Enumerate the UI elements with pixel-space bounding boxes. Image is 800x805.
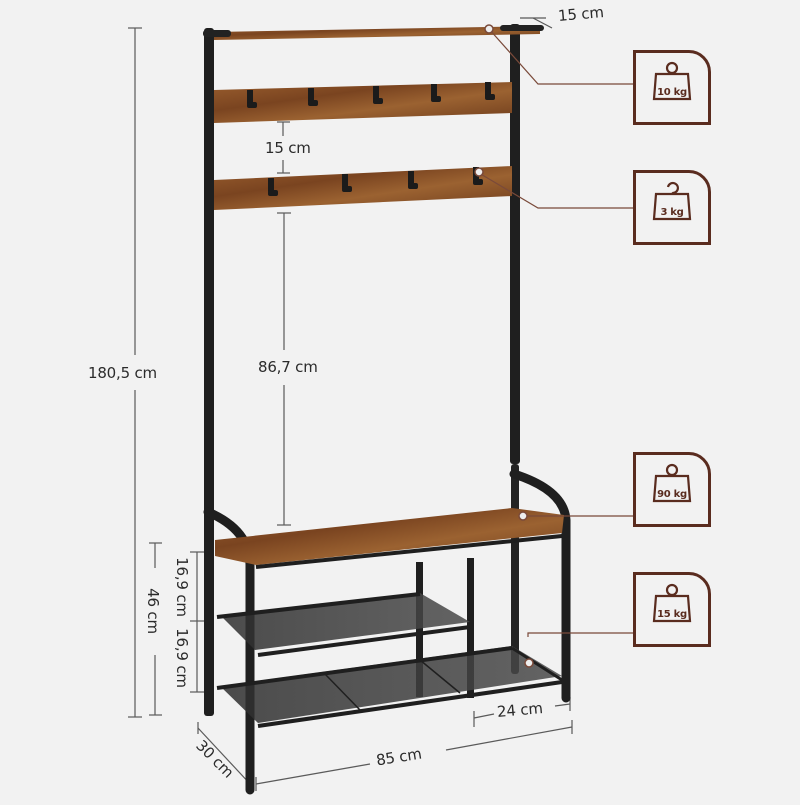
load-badge-top-shelf: 10 kg xyxy=(633,50,711,125)
load-value: 10 kg xyxy=(657,87,687,98)
total-height-label: 180,5 cm xyxy=(88,364,157,382)
hook-weight-icon xyxy=(652,181,692,221)
hook-gap-label: 15 cm xyxy=(265,139,311,157)
load-badge-bench: 90 kg xyxy=(633,452,711,527)
weight-icon xyxy=(652,463,692,503)
load-value: 90 kg xyxy=(657,489,687,500)
load-badge-hook: 3 kg xyxy=(633,170,711,245)
weight-icon xyxy=(652,61,692,101)
load-value: 3 kg xyxy=(660,207,684,218)
load-badge-bottom-shelf: 15 kg xyxy=(633,572,711,647)
weight-icon xyxy=(652,583,692,623)
hook-to-bench-label: 86,7 cm xyxy=(258,358,318,376)
load-value: 15 kg xyxy=(657,609,687,620)
bench-height-label: 46 cm xyxy=(143,588,162,634)
shelf-gap-upper-label: 16,9 cm xyxy=(172,557,191,617)
shelf-gap-lower-label: 16,9 cm xyxy=(172,628,191,688)
dimension-lines xyxy=(128,17,573,791)
bench-assembly xyxy=(203,469,571,795)
callout-dots xyxy=(474,24,534,668)
frame xyxy=(203,24,544,716)
callout-leaders xyxy=(478,28,633,637)
